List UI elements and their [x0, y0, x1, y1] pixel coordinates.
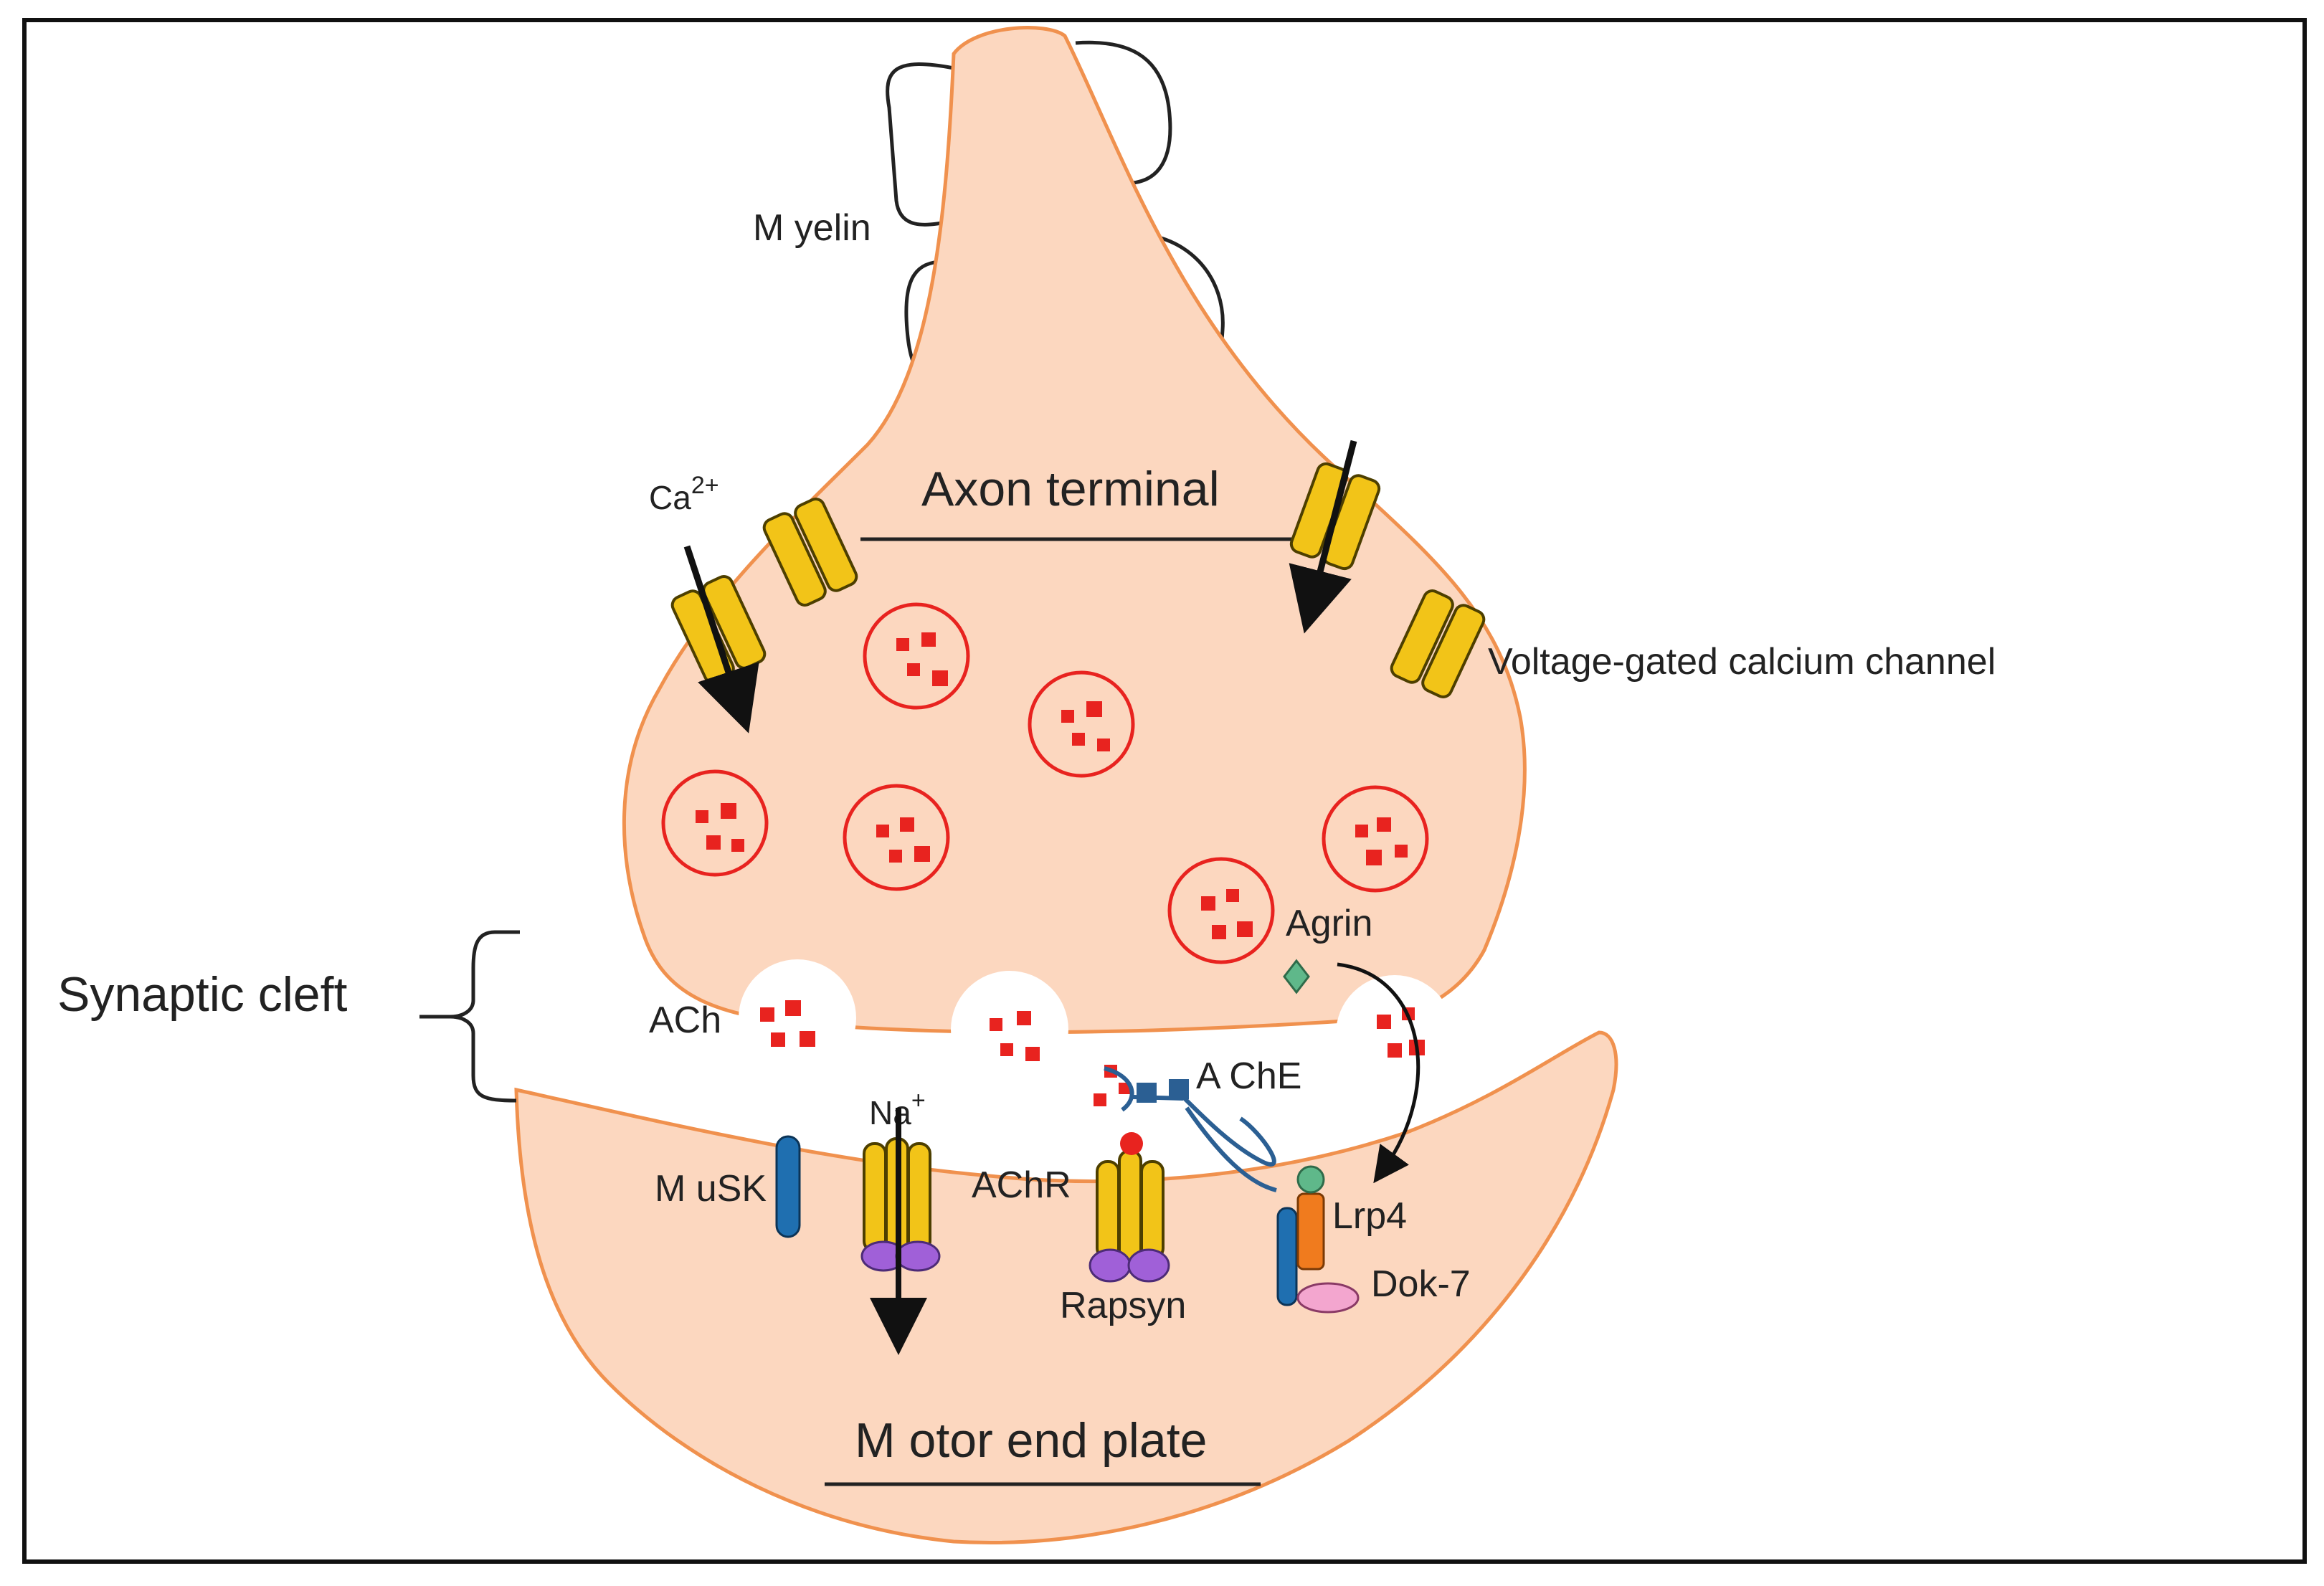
voltage-gated-calcium-channel — [1390, 589, 1486, 698]
musk-receptor-complex — [1276, 1207, 1298, 1306]
vesicle — [1322, 785, 1429, 893]
vgcc-label: Voltage-gated calcium channel — [1488, 641, 1996, 683]
musk-receptor — [775, 1135, 801, 1238]
release-pocket — [951, 971, 1068, 1088]
ache-label: A ChE — [1196, 1055, 1301, 1097]
dok7-protein — [1296, 1282, 1360, 1314]
calcium-influx-arrow — [683, 545, 759, 733]
agrin-molecule — [1283, 959, 1310, 994]
agrin-binding-arrow — [1337, 962, 1421, 1184]
synaptic-cleft-bracket — [419, 930, 520, 1103]
axon-terminal-label: Axon terminal — [921, 462, 1220, 516]
sodium-charge: + — [911, 1087, 926, 1114]
ache-subunit — [1169, 1079, 1189, 1099]
lrp4-receptor — [1296, 1192, 1325, 1271]
dok7-label: Dok-7 — [1371, 1263, 1471, 1305]
release-pocket — [739, 959, 856, 1077]
achr-label: AChR — [972, 1164, 1071, 1206]
vesicle — [843, 784, 950, 891]
calcium-ion-label: Ca2+ — [649, 472, 719, 516]
release-pocket — [1336, 975, 1453, 1093]
myelin-label: M yelin — [753, 207, 871, 249]
ache-subunit — [1137, 1083, 1157, 1103]
acetylcholinesterase — [1104, 1066, 1277, 1192]
lrp4-label: Lrp4 — [1332, 1195, 1407, 1237]
agrin-label: Agrin — [1286, 903, 1372, 944]
synaptic-vesicles — [661, 602, 1429, 964]
voltage-gated-calcium-channel — [762, 498, 858, 607]
synaptic-cleft-label: Synaptic cleft — [57, 967, 348, 1022]
vesicle — [1167, 857, 1275, 964]
vesicle — [1028, 670, 1135, 778]
rapsyn-label: Rapsyn — [1060, 1285, 1186, 1326]
musk-label: M uSK — [655, 1168, 767, 1210]
calcium-influx-arrow — [1289, 440, 1357, 634]
acetylcholine-receptor — [1089, 1132, 1170, 1283]
sodium-ion-label: Na+ — [869, 1087, 926, 1131]
calcium-charge: 2+ — [691, 472, 719, 499]
acetylcholine-molecules — [696, 632, 1425, 1106]
sodium-symbol: Na — [869, 1094, 911, 1131]
vesicle — [863, 602, 970, 710]
vesicle — [661, 769, 769, 877]
axon-terminal-body — [622, 26, 1527, 1035]
calcium-symbol: Ca — [649, 479, 691, 516]
motor-end-plate-label: M otor end plate — [855, 1413, 1207, 1468]
lrp4-bound-agrin — [1296, 1165, 1325, 1194]
ach-label: ACh — [649, 999, 721, 1041]
